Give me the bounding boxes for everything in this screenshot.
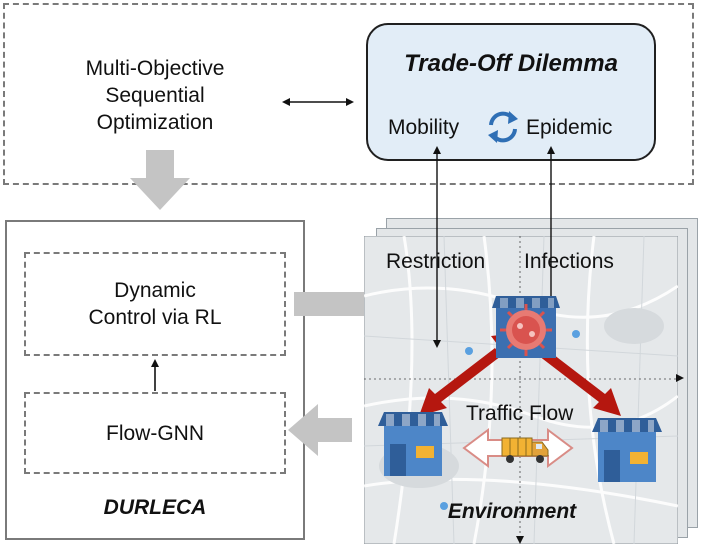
cycle-arrows-icon [488,111,518,143]
environment-name: Environment [447,500,577,523]
framework-name: DURLECA [103,496,207,519]
gnn-to-control-arrow [151,359,159,391]
mobility-term: Mobility [388,116,460,139]
virus-store-icon [492,296,560,358]
mobility-restriction-arrow [433,146,441,348]
dynamic-control-label: Dynamic Control via RL [88,279,222,329]
multi-objective-label: Multi-Objective Sequential Optimization [85,56,225,134]
link-double-arrow [282,98,354,106]
store-icon-right [592,418,662,482]
objective-panel [3,3,694,185]
downward-arrow [130,150,190,210]
map-axis-right-arrow [676,374,684,382]
restriction-label: Restriction [386,250,486,273]
environment-to-gnn-arrow [288,404,352,456]
map-axis-down-arrow [516,536,524,544]
flow-gnn-module: Flow-GNN [24,392,286,474]
traffic-flow-label: Traffic Flow [466,402,574,425]
store-icon-left [378,412,448,476]
epidemic-term: Epidemic [526,116,613,139]
infections-label: Infections [524,250,614,273]
dynamic-control-module: Dynamic Control via RL [24,252,286,356]
flow-gnn-label: Flow-GNN [106,421,204,445]
truck-icon [501,437,549,463]
dilemma-title: Trade-Off Dilemma [404,50,618,77]
trade-off-dilemma-box: Trade-Off Dilemma Mobility Epidemic [366,23,656,161]
durleca-framework-box [5,220,305,540]
